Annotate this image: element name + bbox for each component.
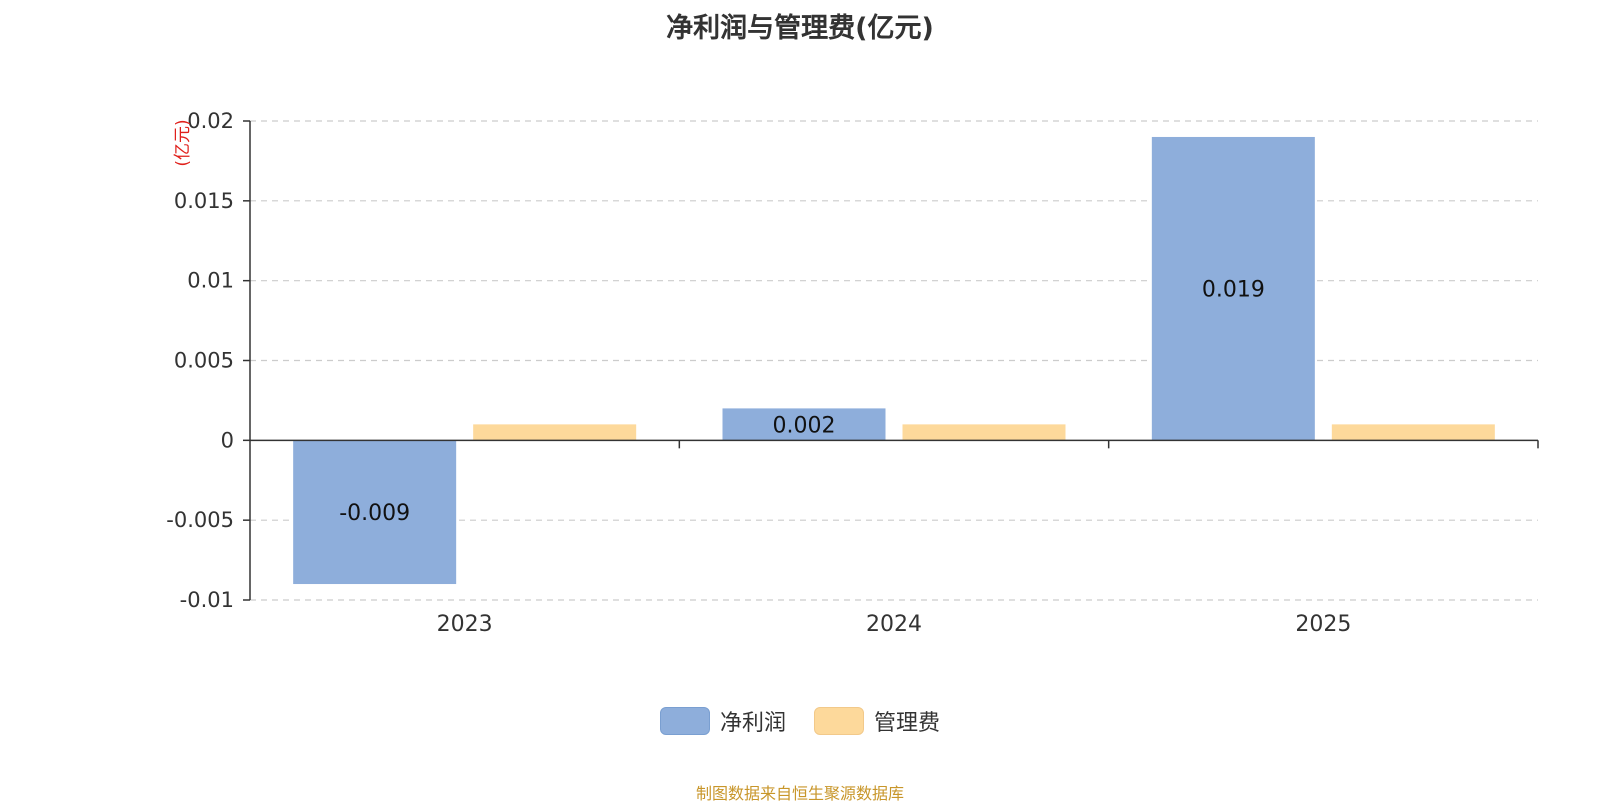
bar bbox=[902, 424, 1066, 441]
x-tick-label: 2025 bbox=[1295, 612, 1351, 637]
y-tick-label: -0.01 bbox=[180, 588, 234, 612]
bar bbox=[293, 440, 457, 585]
axes bbox=[243, 120, 1539, 601]
legend-label-admin-expense: 管理费 bbox=[874, 711, 941, 736]
legend-label-net-profit: 净利润 bbox=[719, 711, 786, 736]
bar-value-label: 0.019 bbox=[1202, 278, 1265, 303]
chart-title: 净利润与管理费(亿元) bbox=[666, 13, 934, 44]
labels: 0.02 0.015 0.01 0.005 0 -0.005 -0.01 -0.009 0.00… bbox=[166, 109, 1351, 637]
bar bbox=[722, 408, 886, 441]
bar bbox=[1151, 136, 1315, 441]
bar bbox=[473, 424, 637, 441]
source-note: 制图数据来自恒生聚源数据库 bbox=[695, 784, 904, 803]
y-tick-label: 0.01 bbox=[187, 269, 234, 293]
y-tick-label: 0.005 bbox=[174, 349, 234, 373]
bar-value-label: 0.002 bbox=[773, 413, 836, 438]
bar-value-label: -0.009 bbox=[339, 501, 410, 526]
legend-swatch-admin-expense bbox=[814, 707, 864, 735]
legend: 净利润 管理费 bbox=[0, 705, 1600, 737]
y-tick-label: 0.02 bbox=[187, 109, 234, 133]
y-tick-label: 0.015 bbox=[174, 189, 234, 213]
gridlines bbox=[250, 120, 1538, 601]
y-tick-label: -0.005 bbox=[166, 508, 234, 532]
y-axis-unit-label: (亿元) bbox=[173, 119, 193, 166]
legend-item-net-profit[interactable]: 净利润 bbox=[659, 705, 786, 737]
x-tick-label: 2024 bbox=[866, 612, 922, 637]
x-tick-label: 2023 bbox=[437, 612, 493, 637]
legend-swatch-net-profit bbox=[659, 707, 710, 735]
legend-item-admin-expense[interactable]: 管理费 bbox=[814, 705, 940, 737]
bars bbox=[293, 136, 1495, 585]
y-tick-label: 0 bbox=[221, 428, 234, 452]
bar bbox=[1331, 424, 1495, 441]
